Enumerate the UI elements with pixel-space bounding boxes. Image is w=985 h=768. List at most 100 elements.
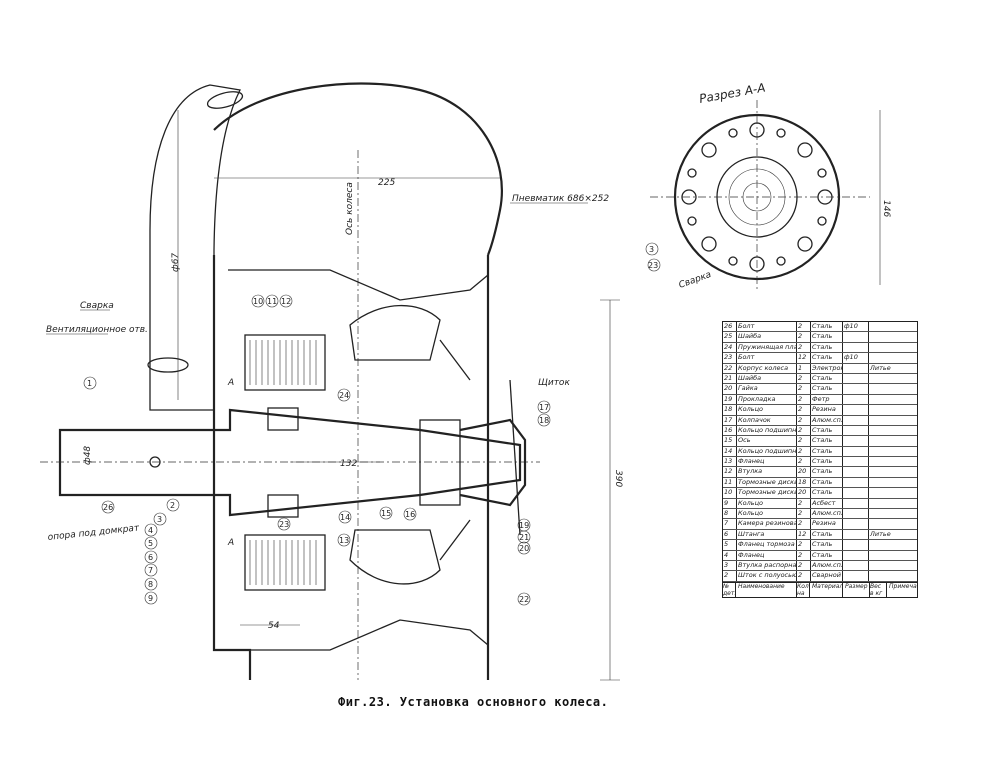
callout-18: 18 [539,416,549,425]
cell-qty: 2 [797,405,811,415]
brazing-bottom-label: Сварка [678,270,713,291]
brake-disc-pack-lower [244,534,326,591]
cell-name: Втулка распорная [738,560,797,571]
section-view [650,100,881,290]
cell-no: 18 [723,405,737,415]
cell-name: Колпачок [737,415,797,425]
cell-qty: 1 [797,363,811,373]
cell-name: Ось [737,436,797,446]
callout-19: 19 [519,521,529,530]
cell-size [843,394,869,405]
brazing-top-label: Сварка [80,301,114,311]
callout-23: 23 [279,520,289,529]
cell-note [869,478,917,487]
cell-size [843,467,869,477]
cell-note [869,571,917,580]
cell-qty: 20 [797,488,811,498]
cell-qty: 2 [797,384,811,394]
cell-size [843,477,869,488]
dim-phi67: ф67 [171,253,181,272]
cell-note [869,509,917,518]
cell-qty: 2 [797,436,811,446]
cell-material: Алюм.спл [812,509,843,519]
cell-size [843,332,869,342]
cell-note [869,467,917,476]
cell-no: 20 [723,384,737,394]
cell-material: Сталь [811,550,843,560]
section-callout-3: 3 [649,245,654,254]
dim-390: 390 [613,470,623,487]
dim-axle: Ось колеса [345,182,355,235]
cell-name: Шайба [737,373,797,384]
cell-name: Кольцо [737,498,797,509]
hub-cap [459,418,527,507]
section-title: Разрез А-А [698,81,766,106]
hdr-weight: Вес в кг [870,582,887,597]
cell-size [843,560,869,571]
cell-size: ф10 [843,322,869,332]
cell-name: Шайба [737,332,797,342]
main-view [40,82,620,681]
cell-size [843,457,869,467]
cell-material: Сталь [811,436,843,446]
callout-14: 14 [340,513,350,522]
axle [58,408,522,517]
cell-note [869,405,917,414]
cell-material: Сталь [811,529,843,540]
cell-no: 10 [723,488,737,498]
cell-material: Сталь [811,457,843,467]
cell-size [843,550,869,560]
cell-note [869,561,917,570]
cell-name: Камера резиновая [738,519,797,529]
cell-no: 15 [723,436,737,446]
callout-3: 3 [157,515,162,524]
dim-phi48: ф48 [83,446,93,465]
cell-name: Прокладка [737,394,797,405]
cell-size [843,509,869,519]
cell-material: Сталь [811,353,843,363]
cell-no: 17 [723,415,737,425]
callout-26: 26 [103,503,113,512]
cell-no: 14 [723,446,737,457]
cell-note [869,519,917,528]
cell-qty: 2 [797,446,811,457]
cell-material: Сталь [811,342,843,353]
cell-note [869,540,917,549]
cell-size [843,571,869,581]
cell-note: Литье [870,363,891,372]
cell-material: Резина [811,519,843,529]
hdr-size: Размер [843,582,870,597]
cell-name: Болт [737,322,797,332]
cell-size [843,373,869,384]
cell-qty: 2 [797,498,811,509]
cell-qty: 2 [797,425,811,436]
callout-13: 13 [339,536,349,545]
cell-name: Тормозные диски (неподвижные) [738,488,797,498]
cell-note [869,332,917,341]
cell-note [869,395,917,404]
cell-no: 24 [723,342,737,353]
cell-qty: 2 [797,519,811,529]
callout-16: 16 [405,510,415,519]
cell-name: Корпус колеса [737,363,797,373]
cell-name: Кольцо [737,509,797,519]
cell-note [869,374,917,383]
cell-no: 16 [723,425,737,436]
cell-material: Сталь [811,477,843,488]
cell-qty: 2 [797,571,811,581]
cell-size [843,529,869,540]
cell-qty: 2 [797,457,811,467]
